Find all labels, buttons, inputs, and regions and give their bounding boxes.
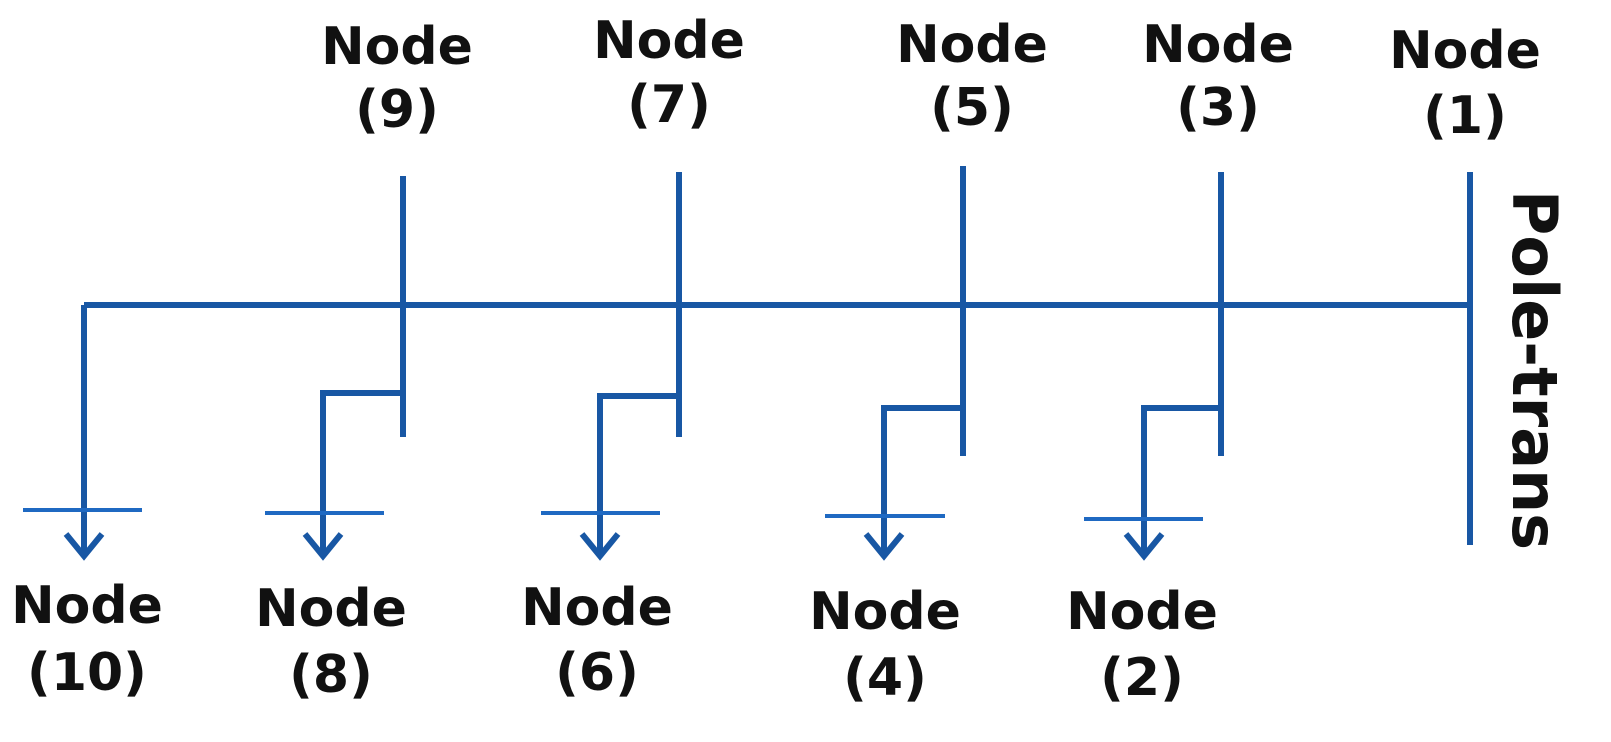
node-label-7: Node (7) — [593, 11, 745, 135]
node-word: Node — [1142, 15, 1294, 75]
node-word: Node — [896, 15, 1048, 75]
branch-node-2 — [1141, 405, 1221, 552]
node-word: Node — [255, 579, 407, 639]
node-word: Node — [1389, 21, 1541, 81]
branch-node-6 — [597, 393, 679, 552]
top-node-labels: Node (9) Node (7) Node (5) Node (3) Node… — [321, 11, 1541, 146]
node-label-4: Node (4) — [809, 582, 961, 708]
node-label-1: Node (1) — [1389, 21, 1541, 146]
node-number: (5) — [930, 78, 1014, 138]
node-label-9: Node (9) — [321, 17, 473, 140]
node-number: (1) — [1423, 86, 1507, 146]
node-number: (3) — [1176, 78, 1260, 138]
node-word: Node — [11, 576, 163, 636]
node-number: (6) — [555, 643, 639, 703]
node-label-8: Node (8) — [255, 579, 407, 705]
arrowhead-node-6 — [579, 532, 621, 561]
node-number: (4) — [843, 648, 927, 708]
node-label-10: Node (10) — [11, 576, 163, 703]
node-word: Node — [593, 11, 745, 71]
node-label-6: Node (6) — [521, 578, 673, 703]
node-word: Node — [521, 578, 673, 638]
node-word: Node — [809, 582, 961, 642]
arrowhead-node-4 — [863, 532, 905, 561]
node-word: Node — [1066, 582, 1218, 642]
wiring — [63, 166, 1473, 561]
node-number: (2) — [1100, 648, 1184, 708]
arrowhead-node-2 — [1123, 532, 1165, 561]
node-label-2: Node (2) — [1066, 582, 1218, 708]
arrowhead-node-10 — [63, 532, 105, 561]
node-word: Node — [321, 17, 473, 77]
ground-bars — [23, 508, 1203, 521]
node-label-3: Node (3) — [1142, 15, 1294, 138]
node-number: (10) — [27, 643, 147, 703]
pole-trans-label: Pole-trans — [1498, 190, 1571, 550]
node-label-5: Node (5) — [896, 15, 1048, 138]
branch-node-4 — [881, 405, 963, 552]
bottom-node-labels: Node (10) Node (8) Node (6) Node (4) Nod… — [11, 576, 1218, 708]
node-number: (9) — [355, 80, 439, 140]
arrowhead-node-8 — [302, 532, 344, 561]
node-number: (8) — [289, 645, 373, 705]
node-number: (7) — [627, 75, 711, 135]
branch-node-8 — [320, 390, 403, 552]
